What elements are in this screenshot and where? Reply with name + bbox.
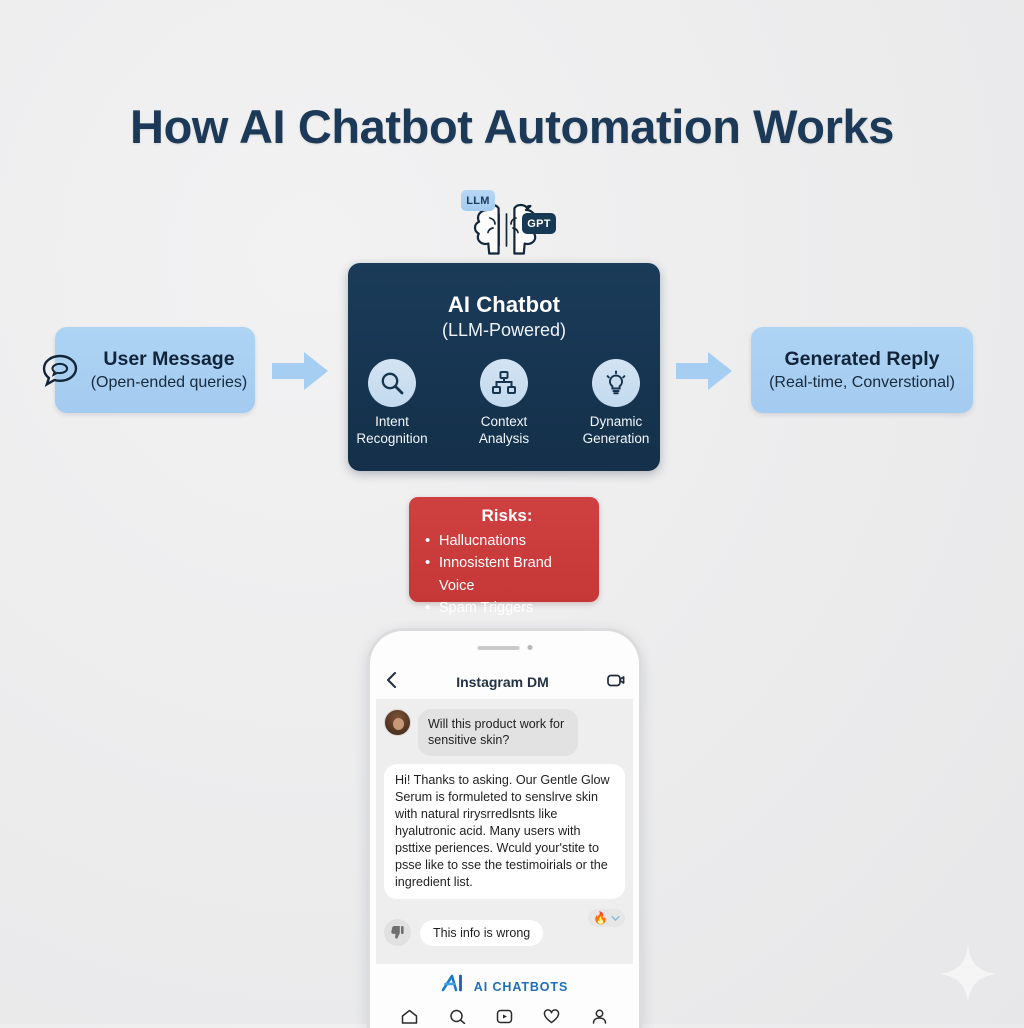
chat-bubble-icon xyxy=(40,353,80,389)
feature-label-line2: Generation xyxy=(582,430,650,446)
speaker-bar xyxy=(477,645,519,650)
user-avatar xyxy=(384,709,411,736)
heart-icon[interactable] xyxy=(543,1009,560,1028)
message-bubble-bot: Hi! Thanks to asking. Our Gentle Glow Se… xyxy=(384,763,625,900)
feature-label-line2: Recognition xyxy=(356,430,428,446)
tag-llm: LLM xyxy=(461,190,495,211)
arrow-right-icon-left xyxy=(272,350,330,397)
thumbs-down-icon[interactable] xyxy=(384,919,411,946)
chevron-down-icon[interactable] xyxy=(611,911,620,925)
fire-emoji: 🔥 xyxy=(593,911,608,926)
feature-label-line1: Intent xyxy=(375,414,409,429)
phone-header: Instagram DM xyxy=(370,665,639,699)
chat-thread: Will this product work for sensitive ski… xyxy=(376,699,633,964)
risks-list: Hallucnations Innosistent Brand Voice Sp… xyxy=(425,529,589,620)
video-camera-icon[interactable] xyxy=(607,672,625,693)
sparkle-icon xyxy=(938,944,998,1004)
feedback-label: This info is wrong xyxy=(420,919,544,946)
flow-box-user-message: User Message (Open-ended queries) xyxy=(55,327,255,413)
user-message-subtitle: (Open-ended queries) xyxy=(90,374,248,392)
chatbot-card-title: AI Chatbot xyxy=(447,292,561,317)
message-bubble-user: Will this product work for sensitive ski… xyxy=(418,709,578,756)
generated-reply-subtitle: (Real-time, Converstional) xyxy=(769,374,955,392)
reels-icon[interactable] xyxy=(496,1009,513,1028)
risk-item: Spam Triggers xyxy=(425,596,589,620)
user-message-title: User Message xyxy=(103,347,235,370)
feature-label-line2: Analysis xyxy=(478,430,530,446)
phone-speaker-notch xyxy=(477,645,532,650)
phone-mockup: Instagram DM Will this product work for … xyxy=(367,628,642,1028)
feature-intent-recognition: Intent Recognition xyxy=(354,359,430,448)
chatbot-card-subtitle: (LLM-Powered) xyxy=(441,320,567,340)
message-row-user: Will this product work for sensitive ski… xyxy=(384,709,625,756)
feature-label-line1: Dynamic xyxy=(589,414,643,429)
phone-header-title: Instagram DM xyxy=(456,674,549,690)
risks-card: Risks: Hallucnations Innosistent Brand V… xyxy=(409,497,599,620)
generated-reply-title: Generated Reply xyxy=(784,347,940,370)
lightbulb-icon xyxy=(592,359,640,407)
risk-item: Hallucnations xyxy=(425,529,589,553)
search-icon[interactable] xyxy=(449,1009,466,1028)
feedback-row[interactable]: This info is wrong xyxy=(384,919,544,946)
feature-dynamic-generation: Dynamic Generation xyxy=(578,359,654,448)
brain-icon-group: LLM GPT xyxy=(455,190,560,268)
magnifier-icon xyxy=(368,359,416,407)
home-icon[interactable] xyxy=(401,1009,418,1028)
page-title: How AI Chatbot Automation Works xyxy=(130,100,894,153)
reaction-pill[interactable]: 🔥 xyxy=(588,909,625,928)
phone-bottom-nav[interactable] xyxy=(370,1004,639,1028)
hierarchy-icon xyxy=(480,359,528,407)
risk-item: Innosistent Brand Voice xyxy=(425,551,589,597)
feature-label-line1: Context xyxy=(480,414,528,429)
ai-chatbot-card: AI Chatbot (LLM-Powered) Intent Recognit… xyxy=(348,263,660,471)
brand-text: AI CHATBOTS xyxy=(473,979,569,994)
arrow-right-icon-right xyxy=(676,350,734,397)
tag-gpt: GPT xyxy=(522,213,556,234)
risks-heading: Risks: xyxy=(481,506,533,525)
profile-icon[interactable] xyxy=(591,1009,608,1028)
brand-bar: AI CHATBOTS xyxy=(370,973,639,1000)
feature-list: Intent Recognition Context Analysis xyxy=(348,359,660,448)
feature-context-analysis: Context Analysis xyxy=(466,359,542,448)
message-reaction[interactable]: 🔥 xyxy=(384,909,625,928)
camera-dot xyxy=(527,645,532,650)
chevron-left-icon[interactable] xyxy=(384,671,398,694)
ai-chatbots-logo xyxy=(441,973,467,1000)
flow-box-generated-reply: Generated Reply (Real-time, Converstiona… xyxy=(751,327,973,413)
